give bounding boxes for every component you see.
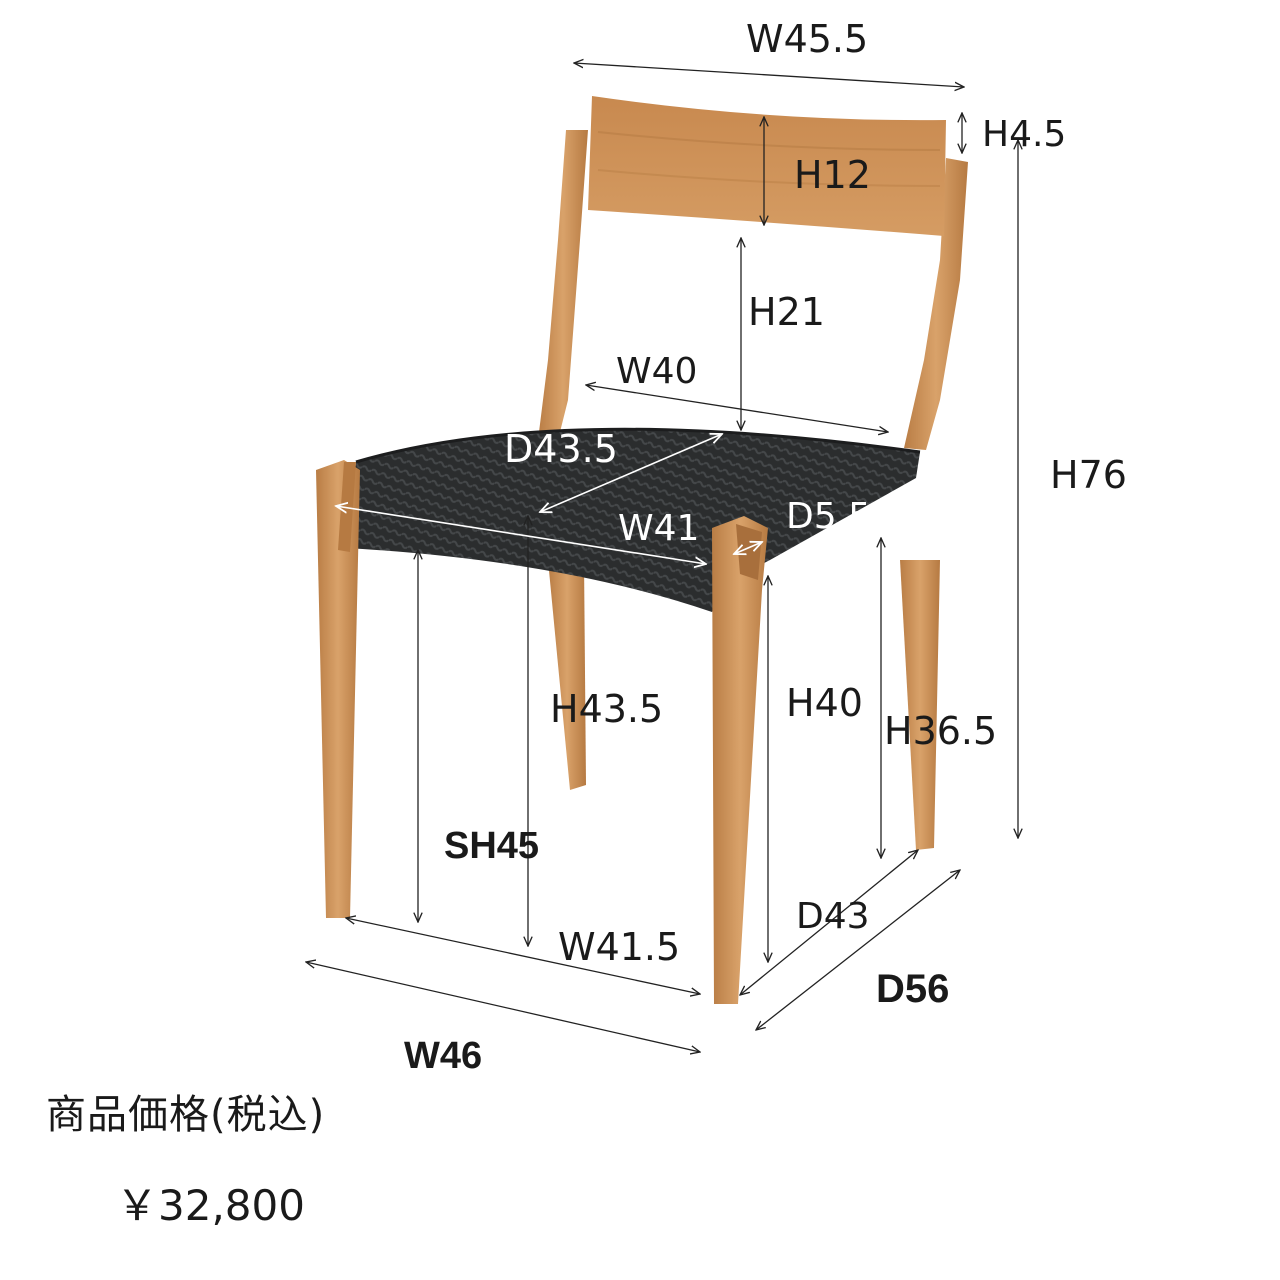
label-front-leg-height: H43.5 — [550, 687, 663, 731]
dimension-labels: W45.5 H4.5 H12 H21 H76 W40 D43.5 W41 D5.… — [404, 17, 1127, 1077]
rear-left-upright — [538, 130, 588, 440]
dim-line-overall-depth — [756, 870, 960, 1030]
label-rear-rail-height: H36.5 — [884, 709, 997, 753]
dim-line-seat-depth — [540, 434, 722, 512]
dim-line-top-width — [574, 63, 964, 87]
back-rail — [588, 96, 946, 236]
front-left-leg — [316, 460, 360, 918]
label-back-rail-height: H12 — [794, 153, 871, 197]
front-right-leg — [712, 516, 768, 1004]
rear-right-upright — [904, 158, 968, 450]
label-overall-width: W46 — [404, 1035, 482, 1077]
label-leg-depth: D43 — [796, 896, 870, 937]
dimension-lines-white — [336, 434, 762, 564]
label-floor-width: W41.5 — [558, 925, 680, 969]
label-side-leg-height: H40 — [786, 681, 863, 725]
label-back-gap-height: H21 — [748, 290, 825, 334]
dim-line-overall-width — [306, 962, 700, 1052]
label-overall-depth: D56 — [876, 967, 949, 1011]
label-seat-height: SH45 — [444, 825, 539, 867]
label-seat-front-width: W41 — [618, 508, 699, 549]
dim-line-seat-front-width — [336, 506, 706, 564]
price-value: ￥32,800 — [116, 1181, 305, 1230]
label-total-height: H76 — [1050, 453, 1127, 497]
label-top-rail-height: H4.5 — [982, 114, 1066, 155]
label-seat-depth: D43.5 — [504, 427, 618, 471]
chair-illustration — [316, 96, 968, 1004]
label-top-width: W45.5 — [746, 17, 868, 61]
rear-right-leg — [900, 560, 940, 850]
rear-left-leg — [548, 560, 586, 790]
dim-line-seat-rail-depth — [734, 542, 762, 554]
label-seat-rail-depth: D5.5 — [786, 496, 871, 537]
price-label: 商品価格(税込) — [46, 1092, 326, 1138]
label-seat-back-width: W40 — [616, 351, 697, 392]
dimension-lines — [306, 63, 1018, 1052]
dim-line-seat-back-width — [586, 385, 888, 432]
